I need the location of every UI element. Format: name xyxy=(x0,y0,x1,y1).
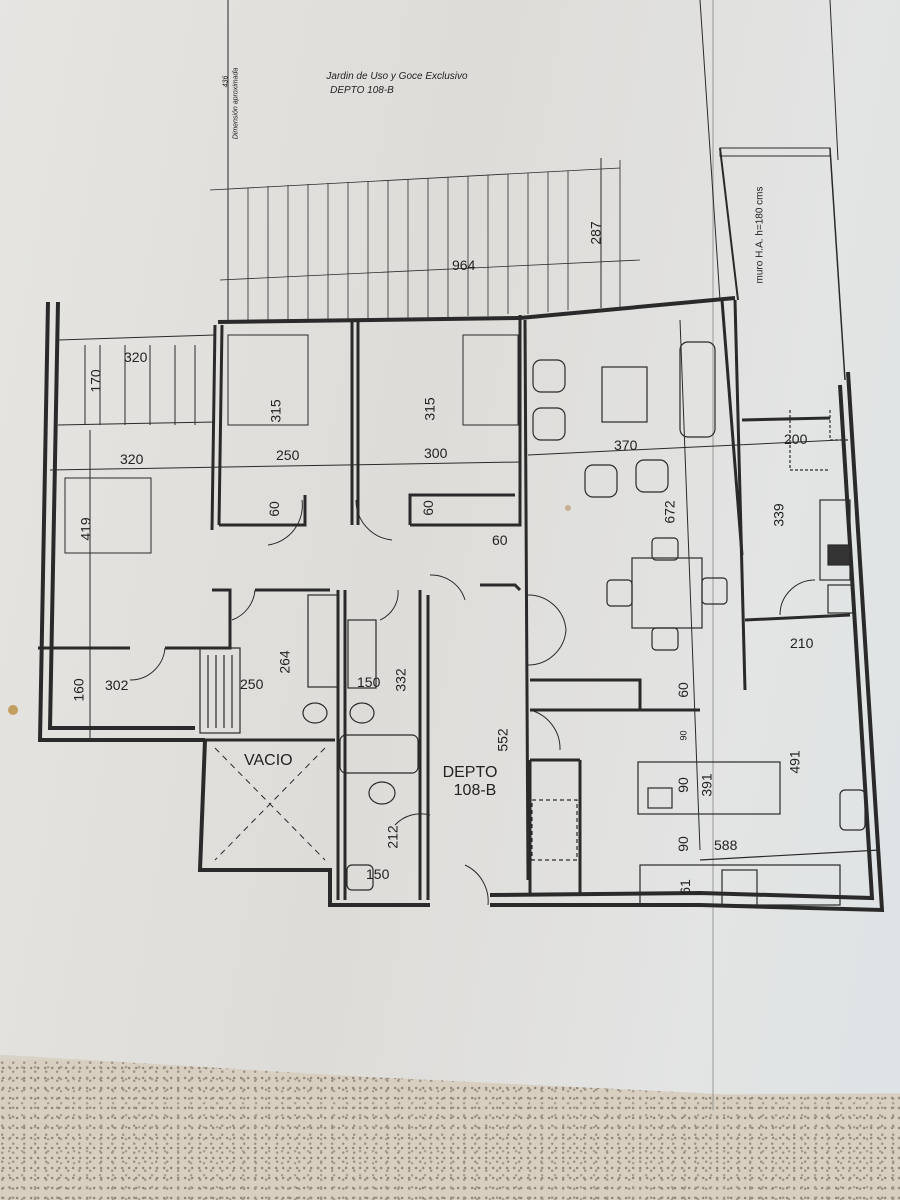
bed-icon xyxy=(227,334,309,426)
water-heater-icon xyxy=(827,584,854,614)
garden-width-dimension-line xyxy=(219,259,641,281)
bathroom-fixtures xyxy=(199,594,419,891)
kitchen-fixtures xyxy=(531,410,881,906)
bedroom2-depth: 315 xyxy=(267,399,284,423)
bedroom2-closet: 60 xyxy=(265,501,282,517)
approx-dimension-value: 436 xyxy=(222,75,230,88)
void-cross xyxy=(214,747,326,861)
retaining-wall-note: muro H.A. h=180 cms xyxy=(754,186,766,284)
paper-stain xyxy=(565,505,571,511)
walkin-depth: 160 xyxy=(70,678,87,702)
bath2-depth: 332 xyxy=(392,668,409,692)
bedroom3-depth: 315 xyxy=(421,397,438,421)
bed-icon xyxy=(64,477,152,554)
shower-tray-icon xyxy=(199,647,241,734)
island-sink-icon xyxy=(647,787,673,809)
unit-label-line2: 108-B xyxy=(453,782,497,799)
paper-fold-line xyxy=(712,0,714,1110)
vanity-icon xyxy=(307,594,339,688)
living-depth: 672 xyxy=(661,500,678,524)
bath1-depth: 264 xyxy=(276,650,293,674)
armchair-icon xyxy=(532,359,566,393)
service-width: 210 xyxy=(790,635,814,651)
kitchen-sink-icon xyxy=(839,789,866,831)
unit-label-line1: DEPTO xyxy=(442,764,498,781)
bathtub-icon xyxy=(339,734,419,774)
bath1-width: 250 xyxy=(240,676,264,692)
chair-icon xyxy=(606,579,633,607)
kitchen-aisle-2: 90 xyxy=(674,836,691,852)
garden-grid-lines xyxy=(227,160,621,320)
kitchen-side: 491 xyxy=(786,750,803,774)
sofa-icon xyxy=(679,341,716,438)
toilet-icon xyxy=(349,702,375,724)
vanity-icon xyxy=(347,619,377,689)
terrace-width: 320 xyxy=(124,349,148,365)
kitchen-counter-depth: 60 xyxy=(674,682,691,698)
chair-icon xyxy=(651,627,679,651)
terrace-depth: 170 xyxy=(87,369,104,393)
bedroom2-width: 250 xyxy=(276,447,300,463)
master-bedroom-width: 320 xyxy=(120,451,144,467)
chair-icon xyxy=(701,577,728,605)
bed-icon xyxy=(462,334,519,426)
toilet-icon xyxy=(346,864,374,891)
kitchen-depth: 391 xyxy=(698,773,715,797)
bath2-width: 150 xyxy=(357,674,381,690)
kitchen-island-icon xyxy=(637,761,781,815)
armchair-icon xyxy=(584,464,618,498)
powder-room-width: 150 xyxy=(366,866,390,882)
garden-depth-label: 287 xyxy=(587,221,604,245)
master-bedroom-depth: 419 xyxy=(77,517,94,541)
kitchen-aisle-1: 90 xyxy=(678,730,689,741)
void-label: VACIO xyxy=(244,752,293,769)
garden-width-label: 964 xyxy=(452,257,476,273)
paper-sheet xyxy=(0,0,900,1095)
bedroom3-closet: 60 xyxy=(419,500,436,516)
washbasin-icon xyxy=(368,781,396,805)
walkin-width: 302 xyxy=(105,677,129,693)
fridge-icon xyxy=(531,799,578,861)
laundry-counter-icon xyxy=(819,499,851,581)
garden-unit-title: DEPTO 108-B xyxy=(330,85,394,96)
bedroom3-width: 300 xyxy=(424,445,448,461)
exterior-walls xyxy=(37,296,885,913)
toilet-icon xyxy=(302,702,328,724)
washer-icon xyxy=(827,544,851,566)
coffee-table-icon xyxy=(601,366,648,423)
laundry-depth: 339 xyxy=(770,503,787,527)
living-width: 370 xyxy=(614,437,638,453)
approx-dimension-note: Dimensión aproximada xyxy=(232,67,240,140)
laundry-width: 200 xyxy=(784,431,808,447)
kitchen-width: 588 xyxy=(714,837,738,853)
cooktop-icon xyxy=(721,869,758,906)
garden-title: Jardin de Uso y Goce Exclusivo xyxy=(326,71,468,82)
armchair-icon xyxy=(532,407,566,441)
door-swings xyxy=(129,499,816,906)
armchair-icon xyxy=(635,459,669,493)
interior-walls xyxy=(38,299,851,900)
powder-room-depth: 212 xyxy=(384,825,401,849)
hall-closet: 60 xyxy=(492,532,508,548)
kitchen-bottom-counter: 61 xyxy=(676,879,693,895)
chair-icon xyxy=(651,537,679,561)
paper-stain xyxy=(8,705,18,715)
living-furniture xyxy=(527,319,841,851)
island-depth: 90 xyxy=(674,777,691,793)
corridor-length: 552 xyxy=(494,728,511,752)
